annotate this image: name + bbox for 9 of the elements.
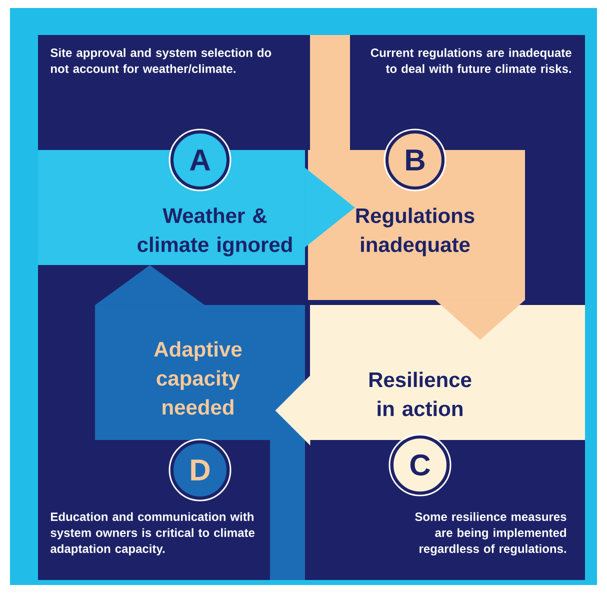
arrow-band: Resilience in action bbox=[310, 305, 585, 440]
corner-note: Site approval and system selection do not account for weather/climate. bbox=[50, 48, 272, 74]
arrow bbox=[304, 168, 355, 248]
arrow bbox=[275, 376, 310, 446]
corner-note: Some resilience measures are being implemented regardless of regulations. bbox=[415, 512, 566, 556]
arrow bbox=[435, 300, 526, 340]
node-label: Weather & climate ignored bbox=[138, 208, 292, 256]
arrow bbox=[94, 265, 205, 306]
node-label: Adaptive capacity needed bbox=[154, 341, 242, 415]
